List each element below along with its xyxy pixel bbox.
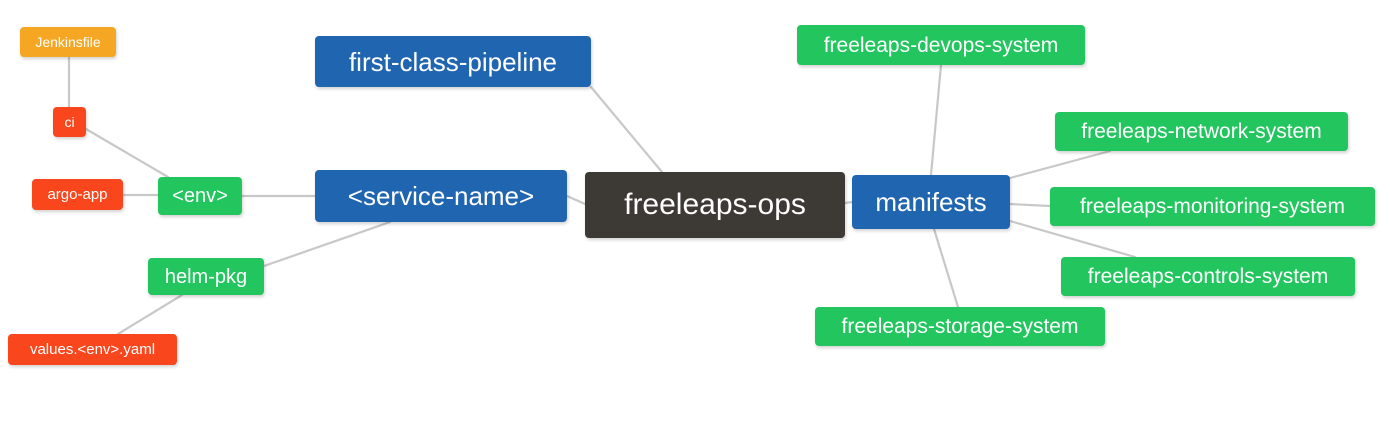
edge-env-ci — [84, 127, 170, 179]
mindmap-node-jenkinsfile[interactable]: Jenkinsfile — [20, 27, 116, 57]
mindmap-node-freeleaps-monitoring-system[interactable]: freeleaps-monitoring-system — [1050, 187, 1375, 226]
mindmap-node-label-freeleaps-monitoring-system: freeleaps-monitoring-system — [1080, 195, 1345, 218]
mindmap-node-argo-app[interactable]: argo-app — [32, 179, 123, 210]
mindmap-node-label-service-name: <service-name> — [347, 181, 535, 211]
mindmap-node-freeleaps-network-system[interactable]: freeleaps-network-system — [1055, 112, 1348, 151]
mindmap-node-env[interactable]: <env> — [158, 177, 242, 215]
mindmap-node-values-env-yaml[interactable]: values.<env>.yaml — [8, 334, 177, 365]
mindmap-node-label-freeleaps-devops-system: freeleaps-devops-system — [823, 33, 1059, 57]
mindmap-node-manifests[interactable]: manifests — [852, 175, 1010, 229]
mindmap-node-label-freeleaps-network-system: freeleaps-network-system — [1081, 120, 1322, 143]
edge-root-manifests — [843, 200, 854, 205]
mindmap-node-label-freeleaps-controls-system: freeleaps-controls-system — [1087, 265, 1329, 288]
mindmap-node-label-jenkinsfile: Jenkinsfile — [35, 34, 101, 50]
mindmap-node-freeleaps-storage-system[interactable]: freeleaps-storage-system — [815, 307, 1105, 346]
edge-manifests-storage — [932, 227, 960, 309]
mindmap-node-label-helm-pkg: helm-pkg — [164, 265, 248, 288]
mindmap-node-label-ci: ci — [64, 114, 75, 130]
mindmap-node-label-first-class-pipeline: first-class-pipeline — [348, 46, 558, 77]
edge-service-helm — [262, 220, 392, 268]
edge-root-pipeline — [589, 85, 664, 174]
edge-root-service-name — [565, 194, 587, 206]
edge-manifests-network — [1008, 149, 1112, 180]
edge-manifests-monitoring — [1008, 202, 1052, 208]
mindmap-node-label-freeleaps-storage-system: freeleaps-storage-system — [841, 315, 1079, 338]
mindmap-node-helm-pkg[interactable]: helm-pkg — [148, 258, 264, 295]
mindmap-node-root[interactable]: freeleaps-ops — [585, 172, 845, 238]
edge-manifests-controls — [1008, 219, 1137, 259]
mindmap-node-ci[interactable]: ci — [53, 107, 86, 137]
mindmap-node-label-manifests: manifests — [875, 187, 987, 217]
mindmap-node-freeleaps-controls-system[interactable]: freeleaps-controls-system — [1061, 257, 1355, 296]
mindmap-node-service-name[interactable]: <service-name> — [315, 170, 567, 222]
mindmap-node-label-values-env-yaml: values.<env>.yaml — [29, 341, 156, 358]
mindmap-node-label-env: <env> — [172, 185, 228, 207]
mindmap-node-freeleaps-devops-system[interactable]: freeleaps-devops-system — [797, 25, 1085, 65]
edge-helm-values — [116, 293, 184, 336]
mindmap-node-label-argo-app: argo-app — [47, 186, 108, 203]
edge-manifests-devops — [929, 63, 943, 177]
mindmap-node-first-class-pipeline[interactable]: first-class-pipeline — [315, 36, 591, 87]
mindmap-node-label-root: freeleaps-ops — [624, 188, 806, 221]
